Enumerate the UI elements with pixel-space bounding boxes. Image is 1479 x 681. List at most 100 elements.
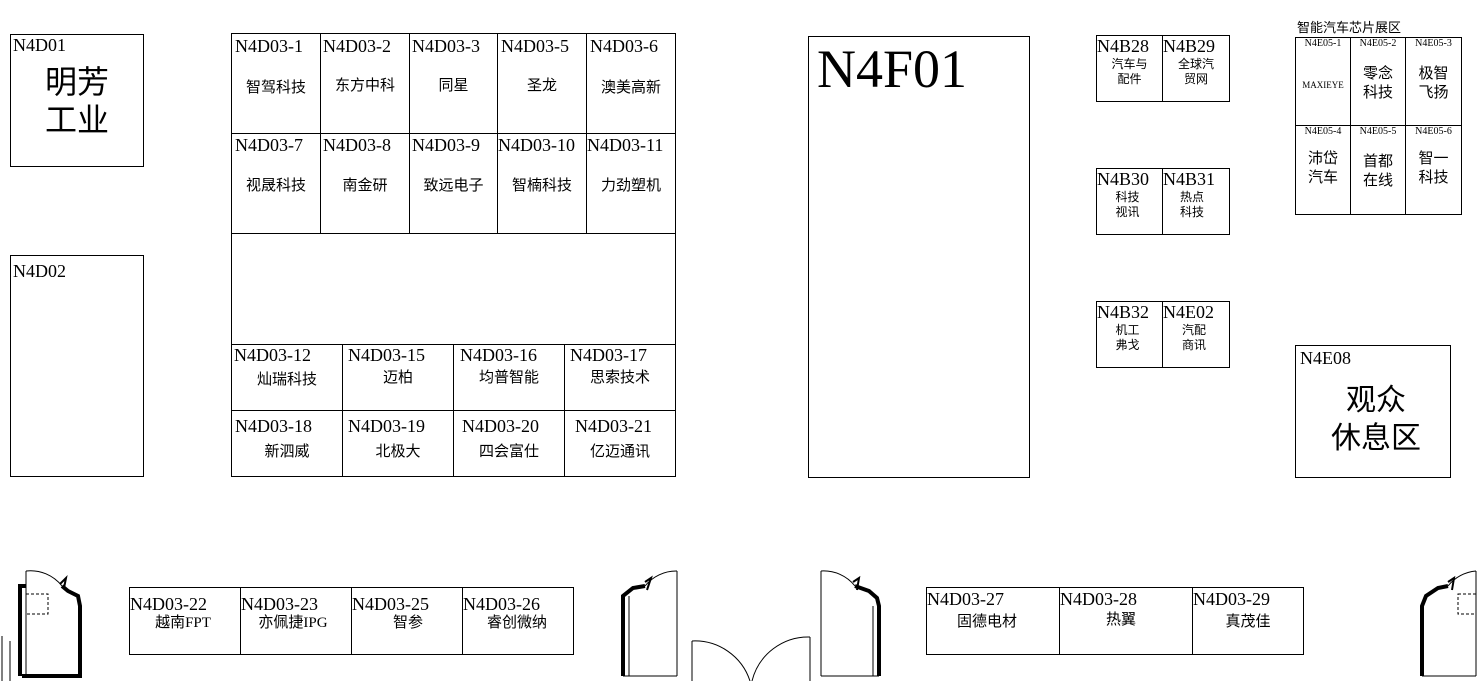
chip-zone-title: 智能汽车芯片展区	[1297, 20, 1402, 35]
booth-name: 力劲塑机	[600, 178, 661, 194]
booth-cell[interactable]: N4D03-25 智参	[352, 588, 462, 654]
row-divider	[231, 133, 676, 134]
booth-n4e05-5[interactable]: N4E05-5 首都 在线	[1351, 126, 1405, 214]
col-divider	[462, 587, 463, 655]
booth-cell[interactable]: N4D03-27 固德电材	[927, 588, 1059, 654]
booth-code: N4E05-2	[1359, 38, 1397, 49]
booth-code: N4D01	[13, 35, 66, 55]
booth-name: 首都 在线	[1362, 154, 1393, 189]
booth-cell[interactable]: N4D03-20 四会富仕	[454, 411, 564, 476]
booth-n4b30[interactable]: N4B30 科技 视讯	[1097, 169, 1162, 234]
booth-name: 热点 科技	[1179, 190, 1204, 219]
booth-code: N4D03-15	[348, 345, 425, 365]
booth-cell[interactable]: N4D03-8 南金研	[321, 134, 409, 233]
col-divider	[1162, 301, 1163, 368]
booth-n4e05-4[interactable]: N4E05-4 沛岱 汽车	[1296, 126, 1350, 214]
booth-code: N4D03-7	[235, 135, 303, 155]
booth-cell[interactable]: N4D03-23 亦佩捷IPG	[241, 588, 351, 654]
booth-code: N4D03-26	[463, 594, 540, 614]
booth-code: N4E05-5	[1359, 126, 1397, 137]
booth-code: N4D03-12	[234, 345, 311, 365]
booth-code: N4D03-18	[235, 416, 312, 436]
booth-pair	[1096, 35, 1230, 102]
booth-name: 智驾科技	[245, 80, 306, 96]
chip-zone	[1295, 37, 1462, 215]
booth-name: 全球汽 贸网	[1177, 57, 1214, 86]
col-divider	[564, 344, 565, 477]
col-divider	[1350, 37, 1351, 215]
booth-n4e05-6[interactable]: N4E05-6 智一 科技	[1406, 126, 1461, 214]
booth-cell[interactable]: N4D03-5 圣龙	[498, 34, 586, 133]
booth-code: N4B32	[1097, 302, 1150, 322]
booth-name: 亦佩捷IPG	[258, 615, 328, 631]
booth-n4e05-2[interactable]: N4E05-2 零念 科技	[1351, 38, 1405, 125]
booth-code: N4D03-17	[570, 345, 647, 365]
booth-code: N4D03-5	[501, 36, 569, 56]
booth-code: N4D03-8	[323, 135, 391, 155]
booth-n4d01[interactable]: N4D01 明芳 工业	[10, 34, 144, 167]
booth-cell[interactable]: N4D03-16 均普智能	[454, 345, 564, 410]
booth-n4b31[interactable]: N4B31 热点 科技	[1163, 169, 1229, 234]
col-divider	[1405, 37, 1406, 215]
booth-cell[interactable]: N4D03-9 致远电子	[410, 134, 497, 233]
booth-n4b29[interactable]: N4B29 全球汽 贸网	[1163, 36, 1229, 101]
booth-n4b32[interactable]: N4B32 机工 弗戈	[1097, 302, 1162, 367]
booth-cell[interactable]: N4D03-26 睿创微纳	[463, 588, 573, 654]
booth-cell[interactable]: N4D03-17 思索技术	[565, 345, 675, 410]
door-icon	[621, 570, 678, 677]
booth-name: 澳美高新	[600, 80, 661, 96]
booth-name: 真茂佳	[1225, 614, 1271, 630]
booth-pair	[1096, 168, 1230, 235]
booth-name: 致远电子	[423, 178, 484, 194]
booth-name: 同星	[438, 78, 469, 94]
booth-code: N4B30	[1097, 169, 1150, 189]
booth-n4b28[interactable]: N4B28 汽车与 配件	[1097, 36, 1162, 101]
booth-cell[interactable]: N4D03-2 东方中科	[321, 34, 409, 133]
booth-name: 圣龙	[526, 78, 557, 94]
col-divider	[1162, 168, 1163, 235]
booth-code: N4E05-3	[1415, 38, 1452, 49]
booth-name: 零念 科技	[1362, 66, 1393, 101]
booth-n4e05-1[interactable]: N4E05-1 MAXIEYE	[1296, 38, 1350, 125]
booth-cell[interactable]: N4D03-12 灿瑞科技	[232, 345, 342, 410]
booth-code: N4E05-4	[1304, 126, 1342, 137]
booth-cell[interactable]: N4D03-22 越南FPT	[130, 588, 240, 654]
booth-cell[interactable]: N4D03-15 迈柏	[343, 345, 453, 410]
booth-cell[interactable]: N4D03-6 澳美高新	[587, 34, 675, 133]
booth-cell[interactable]: N4D03-3 同星	[410, 34, 497, 133]
booth-code: N4D03-16	[460, 345, 537, 365]
col-divider	[342, 344, 343, 477]
booth-cell[interactable]: N4D03-1 智驾科技	[232, 34, 320, 133]
booth-cell[interactable]: N4D03-11 力劲塑机	[587, 134, 675, 233]
col-divider	[1192, 587, 1193, 655]
booth-cell[interactable]: N4D03-10 智楠科技	[498, 134, 586, 233]
booth-code: N4E02	[1163, 302, 1214, 322]
booth-name: 思索技术	[589, 370, 650, 386]
booth-cell[interactable]: N4D03-28 热翼	[1060, 588, 1192, 654]
booth-cell[interactable]: N4D03-7 视晟科技	[232, 134, 320, 233]
booth-name: 睿创微纳	[486, 615, 547, 631]
booth-n4d02[interactable]: N4D02	[10, 255, 144, 477]
booth-n4e08[interactable]: N4E08 观众 休息区	[1295, 345, 1451, 478]
booth-cell[interactable]: N4D03-18 新泗威	[232, 411, 342, 476]
booth-name: 智楠科技	[511, 178, 572, 194]
booth-n4e02[interactable]: N4E02 汽配 商讯	[1163, 302, 1229, 367]
booth-code: N4D03-28	[1060, 589, 1137, 609]
booth-n4f01[interactable]: N4F01	[808, 36, 1030, 478]
booth-n4e05-3[interactable]: N4E05-3 极智 飞扬	[1406, 38, 1461, 125]
booth-name: 智参	[392, 615, 423, 631]
booth-code: N4D03-25	[352, 594, 429, 614]
booth-cell[interactable]: N4D03-21 亿迈通讯	[565, 411, 675, 476]
booth-pair	[1096, 301, 1230, 368]
row-divider	[1295, 125, 1462, 126]
booth-name: 明芳 工业	[44, 64, 109, 138]
col-divider	[351, 587, 352, 655]
booth-code: N4D03-11	[587, 135, 664, 155]
booth-name: 科技 视讯	[1115, 190, 1140, 219]
booth-name: 汽配 商讯	[1181, 323, 1206, 352]
booth-code: N4B31	[1163, 169, 1216, 189]
booth-code: N4D02	[13, 261, 66, 281]
booth-cell[interactable]: N4D03-19 北极大	[343, 411, 453, 476]
booth-cell[interactable]: N4D03-29 真茂佳	[1193, 588, 1303, 654]
booth-code: N4D03-3	[412, 36, 480, 56]
